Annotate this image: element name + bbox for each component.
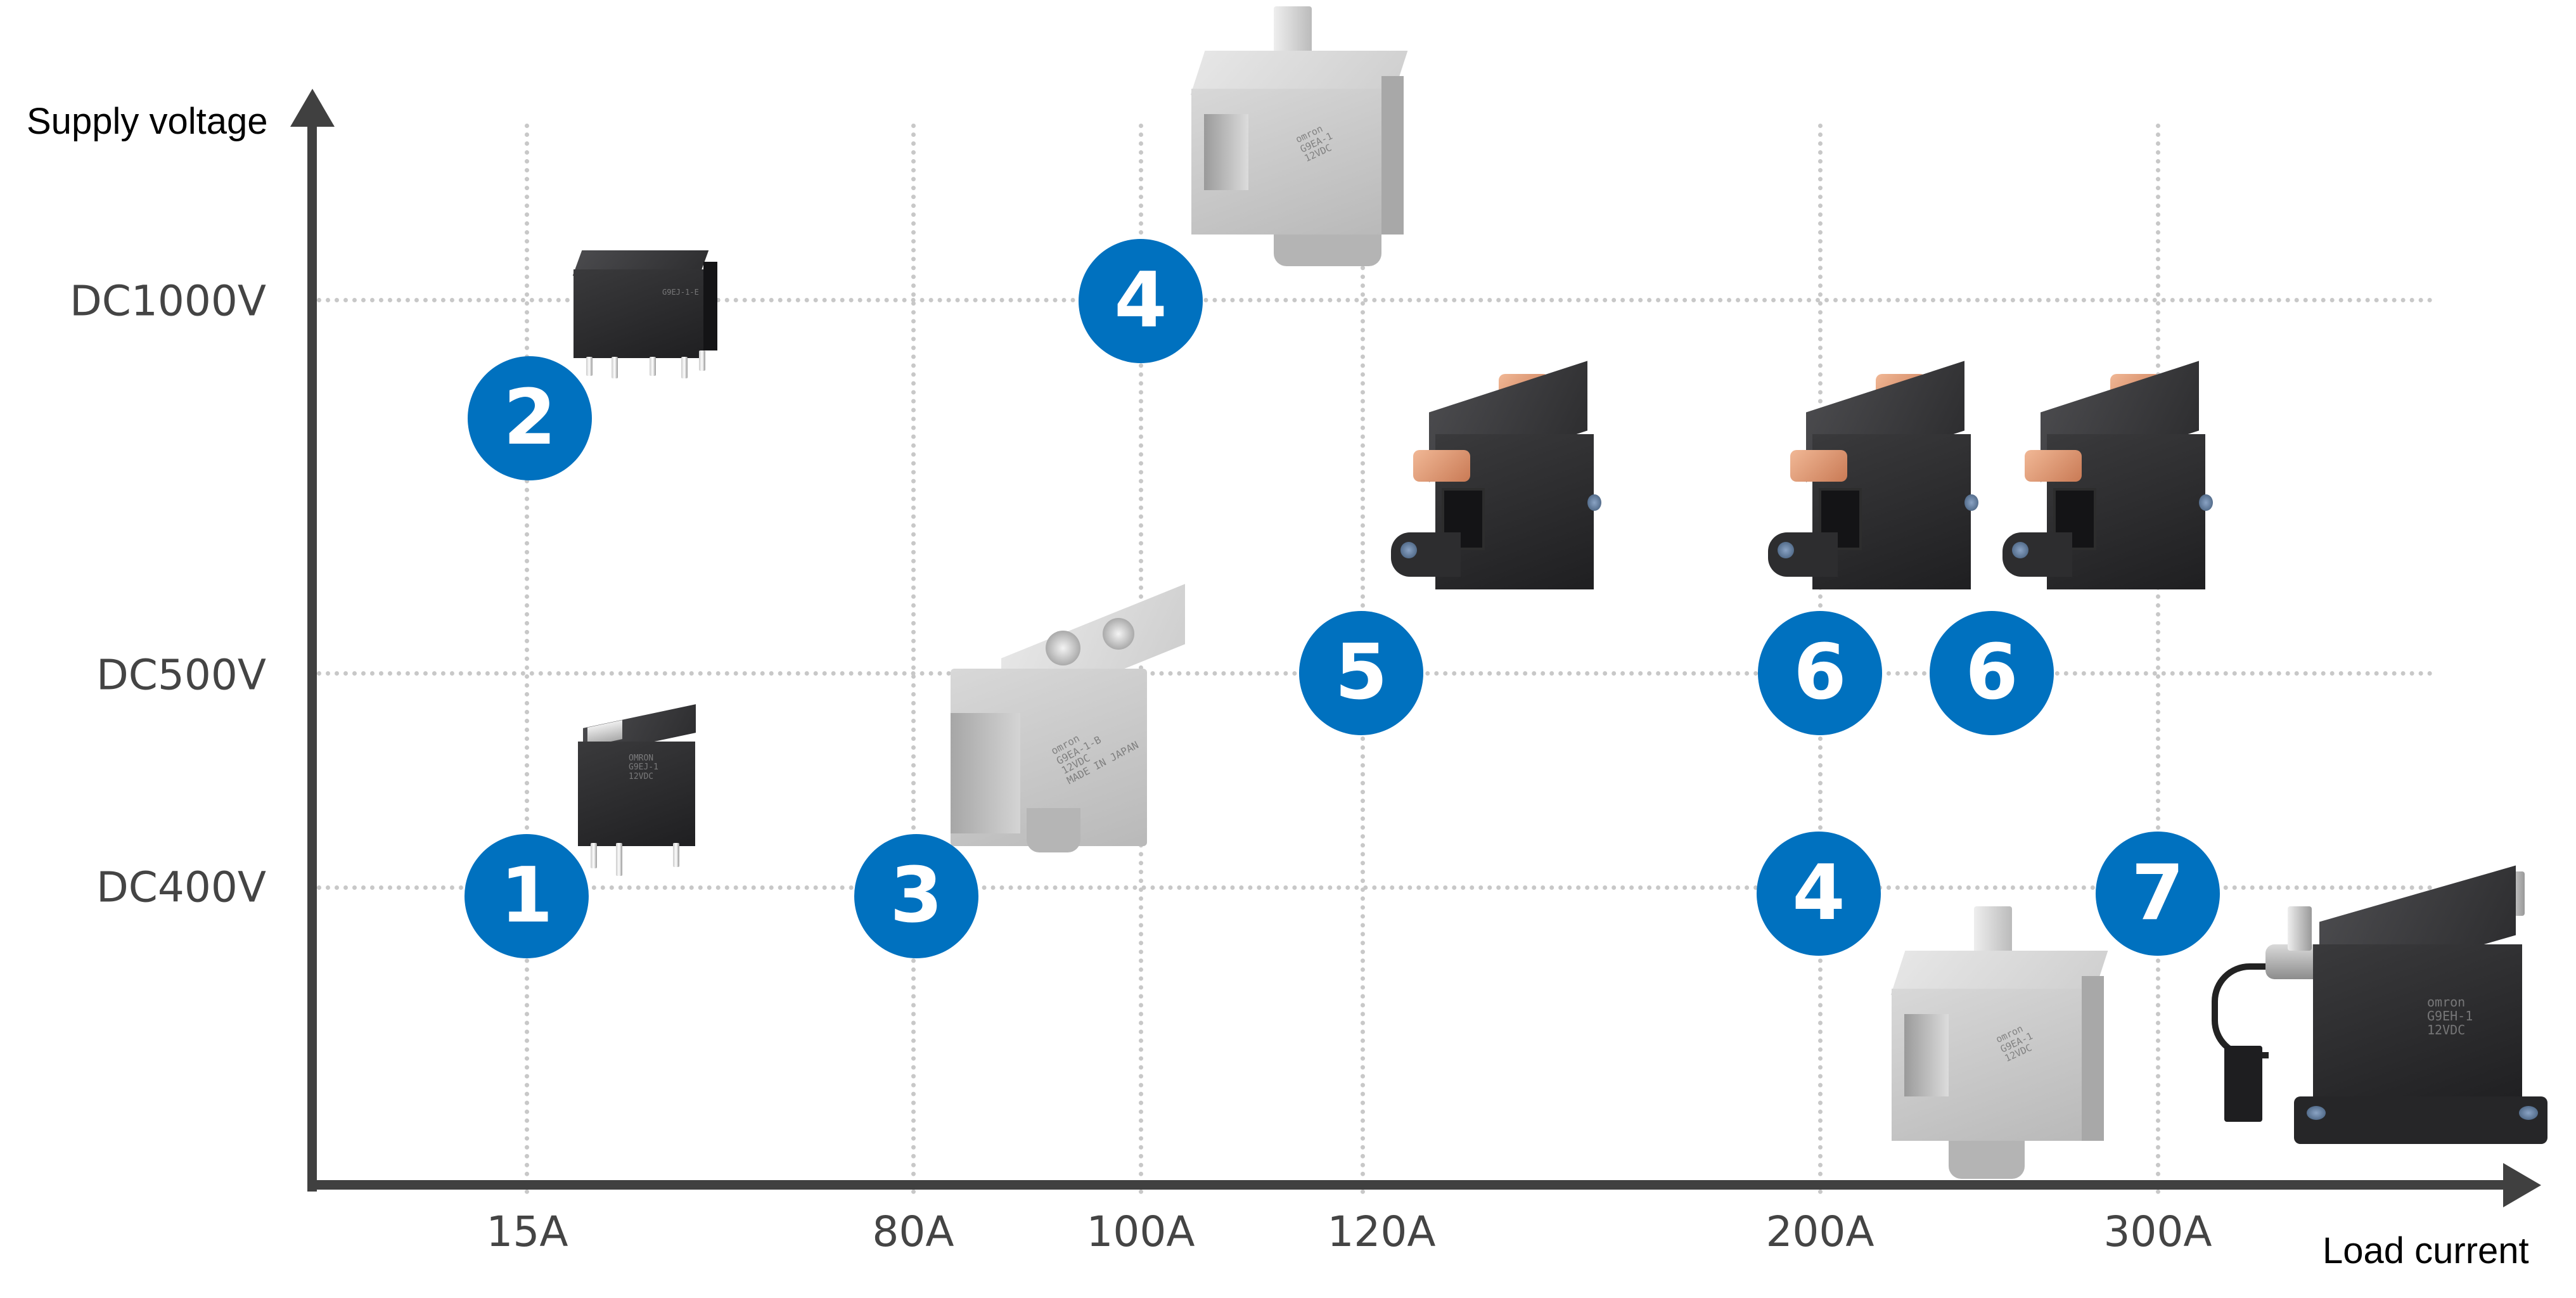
x-tick-300a: 300A	[2103, 1207, 2212, 1256]
relay-image-6b	[2002, 361, 2231, 602]
y-tick-dc500v: DC500V	[96, 650, 266, 700]
relay-7-brand: omron	[2427, 994, 2466, 1010]
badge-7[interactable]: 7	[2096, 832, 2220, 956]
relay-1-coil: 12VDC	[629, 771, 654, 781]
y-tick-dc1000v: DC1000V	[69, 276, 266, 326]
y-axis-arrow-icon	[290, 89, 335, 127]
x-axis-arrow-icon	[2503, 1163, 2541, 1207]
badge-4-top[interactable]: 4	[1079, 239, 1203, 363]
x-axis-title: Load current	[2323, 1230, 2529, 1271]
relay-2-print: G9EJ-1-E	[662, 288, 699, 297]
gridline-15a	[525, 124, 529, 1195]
relay-7-coil: 12VDC	[2427, 1022, 2466, 1038]
x-tick-15a: 15A	[486, 1207, 568, 1256]
x-tick-80a: 80A	[872, 1207, 954, 1256]
x-tick-200a: 200A	[1765, 1207, 1874, 1256]
relay-image-6a	[1768, 361, 1996, 602]
gridline-dc400v	[317, 885, 2433, 890]
relay-7-model: G9EH-1	[2427, 1008, 2473, 1024]
x-tick-100a: 100A	[1086, 1207, 1195, 1256]
relay-1-brand: OMRON	[629, 754, 654, 763]
gridline-80a	[911, 124, 916, 1195]
x-axis	[307, 1180, 2506, 1190]
badge-6b[interactable]: 6	[1930, 611, 2054, 735]
badge-4-bottom[interactable]: 4	[1757, 832, 1881, 956]
relay-image-7: omron G9EH-1 12VDC	[2205, 865, 2573, 1166]
badge-1[interactable]: 1	[465, 834, 589, 958]
relay-image-5	[1391, 361, 1619, 602]
badge-3[interactable]: 3	[854, 834, 978, 958]
badge-5[interactable]: 5	[1299, 611, 1423, 735]
relay-image-4-top: omron G9EA-1 12VDC	[1179, 6, 1413, 273]
relay-image-4-bottom: omron G9EA-1 12VDC	[1879, 906, 2113, 1185]
badge-2[interactable]: 2	[468, 356, 592, 480]
badge-6a[interactable]: 6	[1758, 611, 1882, 735]
y-axis-title: Supply voltage	[27, 101, 268, 142]
gridline-dc1000v	[317, 298, 2433, 302]
relay-image-3: omron G9EA-1-B 12VDC MADE IN JAPAN	[944, 584, 1204, 868]
y-axis	[307, 120, 317, 1192]
x-tick-120a: 120A	[1327, 1207, 1436, 1256]
gridline-300a	[2156, 124, 2160, 1195]
relay-image-2: G9EJ-1-E	[572, 250, 719, 387]
y-tick-dc400v: DC400V	[96, 863, 266, 912]
relay-1-model: G9EJ-1	[629, 762, 658, 773]
relay-image-1: OMRON G9EJ-1 12VDC	[578, 704, 705, 878]
